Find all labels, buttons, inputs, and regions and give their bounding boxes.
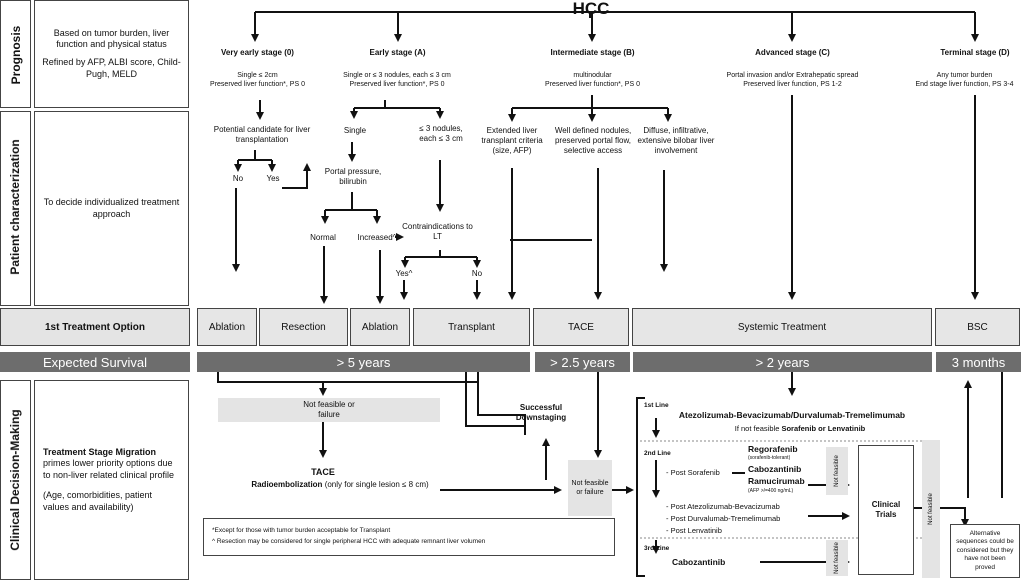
treatment-systemic: Systemic Treatment [632, 308, 932, 346]
footnote-1: *Except for those with tumor burden acce… [212, 527, 391, 534]
regorafenib: Regorafenib [748, 444, 798, 454]
portal-pressure: Portal pressure, bilirubin [324, 167, 382, 186]
row-label-prognosis: Prognosis [9, 25, 23, 85]
alternative-sequences: Alternative sequences could be considere… [956, 529, 1014, 571]
lt-candidate: Potential candidate for liver transplant… [213, 125, 311, 144]
first-line-label: 1st Line [644, 402, 669, 409]
survival-intermediate: > 2.5 years [535, 352, 630, 372]
early-single: Single [343, 126, 367, 135]
prognosis-text-1: Based on tumor burden, liver function an… [53, 27, 170, 50]
migration-description: Treatment Stage Migration primes lower p… [34, 380, 189, 580]
migration-body: primes lower priority options due to non… [43, 458, 175, 481]
radioembolization: Radioembolization [251, 480, 323, 489]
second-line-label: 2nd Line [644, 450, 671, 457]
survival-terminal: 3 months [936, 352, 1021, 372]
stage-a-name: Early stage (A) [369, 48, 426, 57]
nf-failure-text: Not feasible or failure [571, 479, 609, 496]
treatment-ablation-1: Ablation [197, 308, 257, 346]
migration-title: Treatment Stage Migration [43, 446, 157, 457]
migration-note: (Age, comorbidities, patient values and … [43, 489, 153, 512]
third-line-label: 3rd Line [644, 545, 670, 552]
lt-contraindications: Contraindications to LT [402, 222, 473, 241]
row-label-clinical: Clinical Decision-Making [8, 409, 22, 551]
lt-yes: Yes [266, 174, 280, 183]
survival-advanced: > 2 years [633, 352, 932, 372]
stage-c-name: Advanced stage (C) [755, 48, 830, 57]
stage-0-desc: Single ≤ 2cm Preserved liver function*, … [210, 72, 305, 88]
third-line-drug: Cabozantinib [672, 557, 726, 567]
not-feasible-3rd: Not feasible [834, 542, 840, 574]
diffuse-involvement: Diffuse, infiltrative, extensive bilobar… [637, 126, 715, 155]
sorafenib-tolerant: (sorafenib-tolerant) [748, 455, 791, 461]
tace-option: TACE [311, 467, 335, 477]
expected-survival-label: Expected Survival [0, 352, 190, 372]
afp-note: (AFP >/=400 ng/mL) [748, 488, 794, 494]
clinical-trials: Clinical Trials [871, 499, 901, 519]
not-feasible-3rd-box: Not feasible [826, 540, 848, 576]
post-atezolizumab: - Post Atezolizumab-Bevacizumab [666, 502, 780, 511]
prognosis-text-2: Refined by AFP, ALBI score, Child-Pugh, … [42, 57, 181, 79]
not-feasible-text: Not feasible or failure [303, 399, 355, 419]
treatment-tace: TACE [533, 308, 629, 346]
first-treatment-label: 1st Treatment Option [44, 321, 145, 333]
not-feasible-box: Not feasible or failure [218, 398, 440, 422]
contra-no: No [471, 269, 483, 278]
row-label-patient: Patient characterization [8, 139, 22, 275]
successful-downstaging: Successful Downstaging [515, 403, 567, 422]
footnote-2: ^ Resection may be considered for single… [212, 538, 486, 546]
diagram-title: HCC [572, 0, 610, 18]
portal-increased: Increased^ [357, 233, 397, 242]
post-lenvatinib: - Post Lenvatinib [666, 526, 722, 535]
portal-normal: Normal [310, 233, 336, 242]
patient-text: To decide individualized treatment appro… [43, 196, 180, 219]
footnote-box: *Except for those with tumor burden acce… [203, 518, 615, 556]
alternative-sequences-box: Alternative sequences could be considere… [950, 524, 1020, 578]
extended-lt-criteria: Extended liver transplant criteria (size… [481, 126, 543, 155]
first-line-alt: Sorafenib or Lenvatinib [781, 424, 866, 433]
not-feasible-trials: Not feasible [928, 493, 934, 525]
stage-b-desc: multinodular Preserved liver function*, … [545, 72, 640, 88]
first-treatment-label-box: 1st Treatment Option [0, 308, 190, 346]
survival-early: > 5 years [197, 352, 530, 372]
stage-0-name: Very early stage (0) [221, 48, 294, 57]
clinical-trials-box: Clinical Trials [858, 445, 914, 575]
ramucirumab: Ramucirumab [748, 476, 805, 486]
early-three-nodules: ≤ 3 nodules, each ≤ 3 cm [419, 124, 463, 143]
treatment-ablation-2: Ablation [350, 308, 410, 346]
prognosis-description: Based on tumor burden, liver function an… [34, 0, 189, 108]
not-feasible-2nd: Not feasible [834, 455, 840, 487]
treatment-transplant: Transplant [413, 308, 530, 346]
post-sorafenib: - Post Sorafenib [666, 468, 720, 477]
not-feasible-trials-box: Not feasible [922, 440, 940, 578]
cabozantinib-2nd: Cabozantinib [748, 464, 802, 474]
stage-d-desc: Any tumor burden End stage liver functio… [915, 72, 1014, 88]
post-durvalumab: - Post Durvalumab-Tremelimumab [666, 514, 781, 523]
radioembolization-note: (only for single lesion ≤ 8 cm) [324, 480, 429, 489]
stage-b-name: Intermediate stage (B) [550, 48, 635, 57]
nf-failure-box: Not feasible or failure [568, 460, 612, 516]
row-label-box-prognosis: Prognosis [0, 0, 31, 108]
stage-a-desc: Single or ≤ 3 nodules, each ≤ 3 cm Prese… [343, 72, 451, 88]
row-label-box-patient: Patient characterization [0, 111, 31, 306]
first-line-alternative-line: If not feasible Sorafenib or Lenvatinib [720, 424, 880, 433]
patient-description: To decide individualized treatment appro… [34, 111, 189, 306]
not-feasible-2nd-box: Not feasible [826, 447, 848, 495]
first-line-if: If not feasible [734, 424, 780, 433]
stage-c-desc: Portal invasion and/or Extrahepatic spre… [726, 72, 859, 88]
lt-no: No [232, 174, 244, 183]
well-defined-nodules: Well defined nodules, preserved portal f… [554, 126, 632, 155]
treatment-resection: Resection [259, 308, 348, 346]
stage-d-name: Terminal stage (D) [940, 48, 1010, 57]
contra-yes: Yes^ [395, 269, 413, 278]
treatment-bsc: BSC [935, 308, 1020, 346]
row-label-box-clinical: Clinical Decision-Making [0, 380, 31, 580]
first-line-drugs: Atezolizumab-Bevacizumab/Durvalumab-Trem… [678, 410, 906, 420]
radioembolization-line: Radioembolization (only for single lesio… [220, 480, 460, 490]
